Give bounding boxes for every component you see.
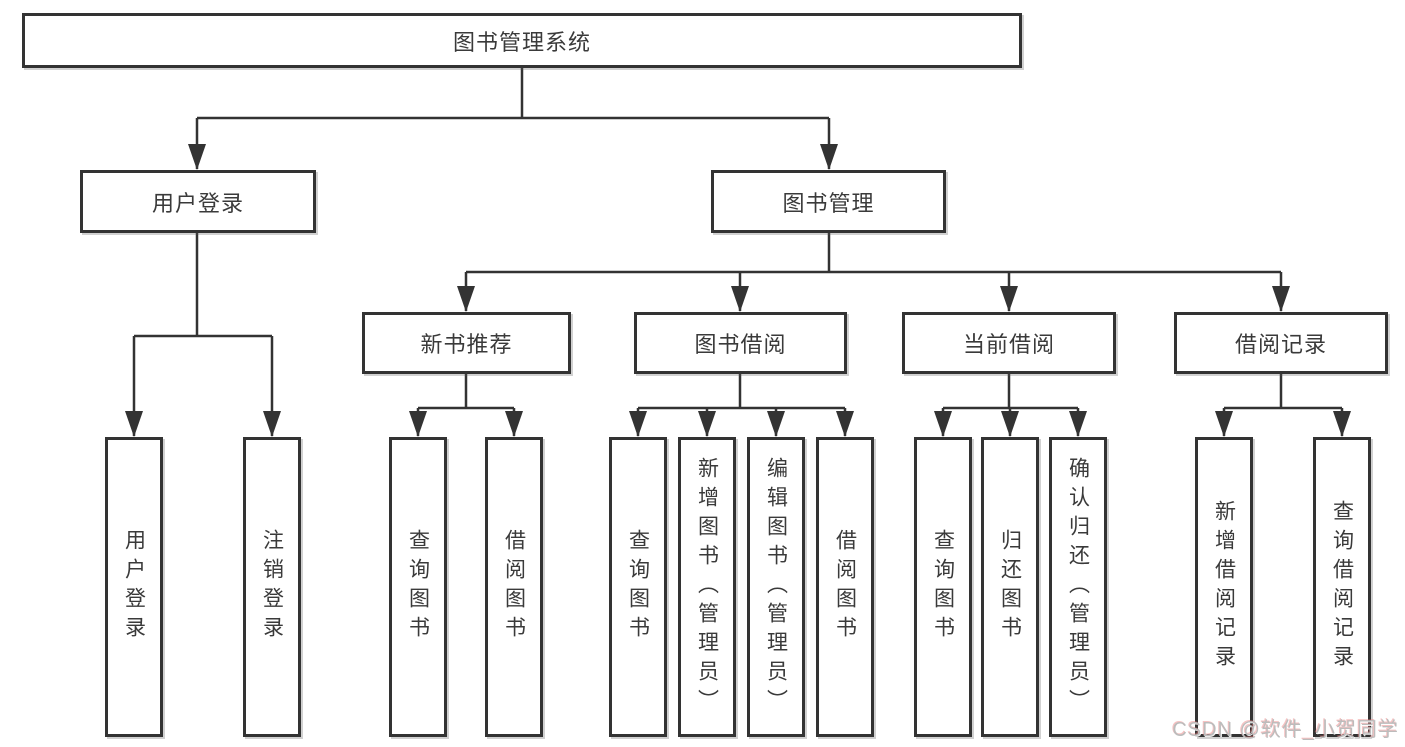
leaf-borrow-books-label: 借阅图书 <box>833 529 857 645</box>
leaf-query-books-recommend: 查询图书 <box>389 437 447 737</box>
node-user-login-label: 用户登录 <box>151 190 244 216</box>
leaf-add-borrow-record: 新增借阅记录 <box>1195 437 1253 737</box>
node-book-borrow-label: 图书借阅 <box>694 332 787 357</box>
leaf-user-login: 用户登录 <box>105 437 163 737</box>
leaf-confirm-return-admin-label: 确认归还（管理员） <box>1066 456 1090 718</box>
leaf-logout: 注销登录 <box>243 437 301 737</box>
node-user-login: 用户登录 <box>80 170 316 233</box>
leaf-edit-books-admin-label: 编辑图书（管理员） <box>764 456 788 718</box>
leaf-query-borrow-record: 查询借阅记录 <box>1313 437 1371 737</box>
leaf-edit-books-admin: 编辑图书（管理员） <box>747 437 805 737</box>
leaf-logout-label: 注销登录 <box>260 529 284 645</box>
connector-root-trunk <box>197 68 829 120</box>
leaf-query-books-recommend-label: 查询图书 <box>406 529 430 645</box>
node-new-book-recommend: 新书推荐 <box>362 312 571 374</box>
connector-book-management <box>466 233 1281 274</box>
connector-borrow-records <box>1224 374 1342 410</box>
leaf-return-books: 归还图书 <box>981 437 1039 737</box>
node-borrow-records-label: 借阅记录 <box>1234 332 1327 357</box>
leaf-user-login-label: 用户登录 <box>122 529 146 645</box>
leaf-query-books-current-label: 查询图书 <box>931 529 955 645</box>
node-book-management-label: 图书管理 <box>782 190 875 216</box>
leaf-borrow-books-recommend-label: 借阅图书 <box>502 529 526 645</box>
leaf-return-books-label: 归还图书 <box>998 529 1022 645</box>
leaf-borrow-books-recommend: 借阅图书 <box>485 437 543 737</box>
leaf-query-borrow-record-label: 查询借阅记录 <box>1330 500 1354 674</box>
watermark: CSDN @软件_小贺同学 <box>1172 719 1399 741</box>
leaf-query-books-borrow: 查询图书 <box>609 437 667 737</box>
leaf-query-books-current: 查询图书 <box>914 437 972 737</box>
node-current-borrow-label: 当前借阅 <box>962 332 1055 357</box>
node-root: 图书管理系统 <box>22 13 1022 68</box>
node-root-label: 图书管理系统 <box>452 29 591 55</box>
leaf-add-borrow-record-label: 新增借阅记录 <box>1212 500 1236 674</box>
node-book-borrow: 图书借阅 <box>634 312 847 374</box>
node-book-management: 图书管理 <box>711 170 946 233</box>
leaf-confirm-return-admin: 确认归还（管理员） <box>1049 437 1107 737</box>
leaf-add-books-admin-label: 新增图书（管理员） <box>695 456 719 718</box>
leaf-query-books-borrow-label: 查询图书 <box>626 529 650 645</box>
connector-user-login <box>134 233 272 338</box>
leaf-add-books-admin: 新增图书（管理员） <box>678 437 736 737</box>
node-current-borrow: 当前借阅 <box>902 312 1116 374</box>
leaf-borrow-books: 借阅图书 <box>816 437 874 737</box>
connector-current-borrow <box>943 374 1078 410</box>
node-new-book-recommend-label: 新书推荐 <box>420 332 513 357</box>
connector-book-borrow <box>638 374 845 410</box>
connector-new-book <box>418 374 514 410</box>
node-borrow-records: 借阅记录 <box>1174 312 1388 374</box>
